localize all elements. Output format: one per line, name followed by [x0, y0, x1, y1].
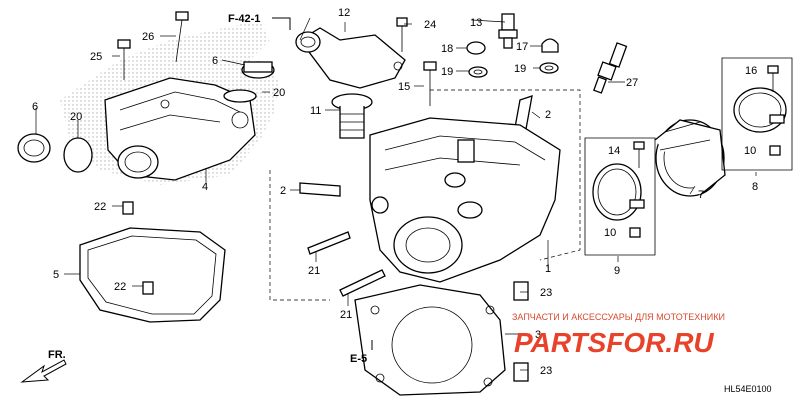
- callout-4: 4: [202, 181, 208, 193]
- cover-gasket-5: [79, 227, 226, 323]
- callout-6-left: 6: [32, 101, 38, 113]
- ref-f42-arrow: [272, 17, 291, 30]
- callout-22-lower: 22: [114, 281, 126, 293]
- thermostat-housing-12: [295, 27, 406, 89]
- intake-insulator-7: [654, 119, 726, 197]
- washer-18: [466, 41, 486, 55]
- callout-27: 27: [626, 77, 638, 89]
- callout-20-left: 20: [70, 111, 82, 123]
- callout-2-right: 2: [545, 109, 551, 121]
- clamp-band-9: [592, 163, 645, 221]
- cylinder-head-gasket-3: [354, 284, 506, 396]
- ref-f42-1: F-42-1: [228, 13, 260, 25]
- screw-14: [633, 141, 645, 168]
- callout-19-left: 19: [441, 66, 453, 78]
- stud-bolt-21-upper: [307, 231, 351, 255]
- callout-23-lower: 23: [540, 365, 552, 377]
- callout-1: 1: [545, 263, 551, 275]
- dowel-pin-23-upper: [513, 281, 529, 301]
- callout-25: 25: [90, 51, 102, 63]
- thermostat-11: [331, 93, 373, 139]
- callout-6-top: 6: [212, 55, 218, 67]
- callout-19-right: 19: [514, 63, 526, 75]
- callout-labels: 1 2 2 3 4 5 6 6 7 8 9 10 10 11 12 13 14 …: [32, 7, 758, 377]
- watermark-tagline: ЗАПЧАСТИ И АКСЕССУАРЫ ДЛЯ МОТОТЕХНИКИ: [512, 312, 725, 322]
- stud-bolt-21-lower: [339, 269, 386, 297]
- callout-10-lower: 10: [604, 227, 616, 239]
- callout-12: 12: [338, 7, 350, 19]
- callout-2-left: 2: [280, 185, 286, 197]
- filler-cap-6-left: [17, 133, 51, 163]
- callout-15: 15: [398, 81, 410, 93]
- callout-13: 13: [470, 17, 482, 29]
- washer-19-left: [468, 66, 488, 78]
- callout-21-lower: 21: [340, 309, 352, 321]
- callout-17: 17: [516, 41, 528, 53]
- diagram-code: HL54E0100: [724, 384, 772, 394]
- bolt-24: [396, 17, 408, 52]
- ref-e5: E-5: [350, 353, 367, 365]
- temperature-sensor-13: [498, 13, 518, 49]
- guide-sleeve-2-left: [299, 182, 341, 197]
- dowel-pin-22-upper: [122, 201, 134, 215]
- screw-16: [767, 65, 779, 92]
- o-ring-20-top: [223, 89, 257, 103]
- callout-14: 14: [608, 145, 620, 157]
- cylinder-head-1: [369, 117, 561, 283]
- bolt-26: [175, 11, 189, 63]
- o-ring-20-left: [63, 137, 93, 173]
- callout-24: 24: [424, 19, 436, 31]
- bolt-15: [423, 61, 437, 106]
- dowel-pin-23-lower: [513, 362, 529, 382]
- washer-19-right: [539, 62, 559, 74]
- front-label: FR.: [48, 349, 66, 361]
- callout-21-upper: 21: [308, 265, 320, 277]
- callout-22-upper: 22: [94, 201, 106, 213]
- nut-10-lower: [629, 227, 641, 238]
- cylinder-head-cover: [104, 77, 256, 181]
- callout-23-upper: 23: [540, 287, 552, 299]
- nut-10-upper: [769, 145, 781, 156]
- cap-nut-17: [541, 38, 559, 53]
- leader-lines: [35, 17, 757, 371]
- callout-5: 5: [53, 269, 59, 281]
- callout-10-upper: 10: [744, 145, 756, 157]
- watermark-logo: PARTSFOR.RU: [514, 327, 714, 358]
- callout-20-top: 20: [273, 87, 285, 99]
- bolt-25: [117, 39, 131, 80]
- callout-11: 11: [310, 105, 321, 117]
- callout-9: 9: [614, 265, 620, 277]
- clamp-band-8: [733, 87, 787, 133]
- dowel-pin-22-lower: [142, 281, 154, 295]
- callout-26: 26: [142, 31, 154, 43]
- filler-cap-6-top: [241, 61, 275, 79]
- front-direction-arrow: FR.: [20, 349, 67, 383]
- callout-7: 7: [698, 189, 704, 201]
- callout-16: 16: [745, 65, 757, 77]
- callout-18: 18: [441, 43, 453, 55]
- callout-8: 8: [752, 181, 758, 193]
- callout-3: 3: [535, 329, 541, 341]
- spark-plug-27: [593, 42, 628, 94]
